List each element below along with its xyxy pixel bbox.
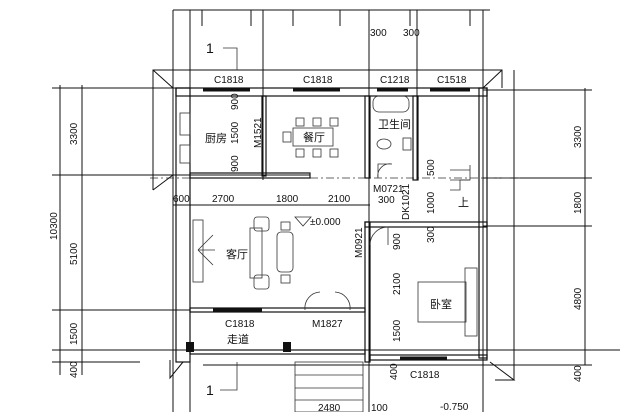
window-label: C1818 — [303, 75, 333, 86]
section-mark: 1 — [206, 40, 214, 56]
dim-label: 1500 — [69, 322, 80, 345]
dim-label: 3300 — [69, 122, 80, 145]
bathtub-icon — [372, 95, 410, 113]
window-label: C1818 — [214, 75, 244, 86]
dim-label: 400 — [389, 363, 400, 380]
sofa-icon — [249, 227, 263, 279]
dim-label: 10300 — [49, 212, 60, 240]
outside-elevation: -0.750 — [440, 402, 469, 412]
room-label-bathroom: 卫生间 — [378, 117, 411, 131]
dim-label: 500 — [426, 159, 437, 176]
dim-label: 2480 — [318, 403, 341, 412]
dim-label: 400 — [69, 361, 80, 378]
dim-label: 300 — [378, 195, 395, 206]
dim-label: 3300 — [573, 125, 584, 148]
door-label: M0721 — [373, 184, 404, 195]
sink-icon — [179, 144, 191, 164]
window-label: C1518 — [437, 75, 467, 86]
room-label-living: 客厅 — [226, 247, 248, 261]
dim-label: 900 — [230, 155, 241, 172]
dim-label: 1500 — [392, 319, 403, 342]
toilet-icon — [376, 138, 392, 150]
room-label-corridor: 走道 — [227, 332, 249, 346]
column — [283, 342, 291, 352]
room-label-dining: 餐厅 — [303, 130, 325, 144]
door-label: DK1021 — [401, 183, 412, 220]
tv-cabinet — [192, 219, 204, 283]
dim-label: 2100 — [328, 194, 351, 205]
furniture — [179, 47, 478, 412]
dim-label: 300 — [370, 28, 387, 39]
elevation-marker-icon — [294, 216, 312, 227]
section-mark-line — [223, 47, 238, 70]
grid-lines — [52, 9, 620, 412]
dim-label: 5100 — [69, 242, 80, 265]
dim-label: 1000 — [426, 191, 437, 214]
dim-label: 300 — [426, 226, 437, 243]
window-label: C1218 — [380, 75, 410, 86]
bed-icon — [417, 281, 467, 323]
stove-icon — [179, 112, 191, 136]
bedroom-door-swing — [369, 226, 389, 246]
section-mark-line — [220, 362, 238, 391]
column — [186, 342, 194, 352]
window-label: C1818 — [225, 319, 255, 330]
washbasin-icon — [402, 137, 412, 151]
bathroom-door-swing — [377, 163, 393, 179]
section-mark: 1 — [206, 382, 214, 398]
dim-label: 2100 — [392, 272, 403, 295]
room-label-bedroom: 卧室 — [430, 297, 452, 311]
window-label: C1818 — [410, 370, 440, 381]
door-label: M1827 — [312, 319, 343, 330]
dining-table — [292, 127, 334, 147]
dim-label: 1800 — [276, 194, 299, 205]
dim-label: 1800 — [573, 191, 584, 214]
dim-label: 1500 — [230, 121, 241, 144]
roof-outline — [152, 69, 516, 381]
dim-label: 100 — [371, 403, 388, 412]
door-label: M1521 — [253, 117, 264, 148]
dim-label: 4800 — [573, 287, 584, 310]
dim-label: 900 — [230, 93, 241, 110]
door-label: M0921 — [354, 227, 365, 258]
dim-label: 2700 — [212, 194, 235, 205]
dim-label: 400 — [573, 365, 584, 382]
entry-steps — [294, 361, 364, 412]
stair-icon — [450, 165, 471, 191]
dim-label: 300 — [403, 28, 420, 39]
windows — [203, 88, 470, 360]
floor-elevation: ±0.000 — [310, 217, 341, 228]
dim-label: 900 — [392, 233, 403, 250]
entry-door-swing — [304, 291, 351, 311]
room-label-kitchen: 厨房 — [205, 132, 227, 145]
dim-label: 600 — [173, 194, 190, 205]
stair-up-label: 上 — [458, 196, 469, 209]
